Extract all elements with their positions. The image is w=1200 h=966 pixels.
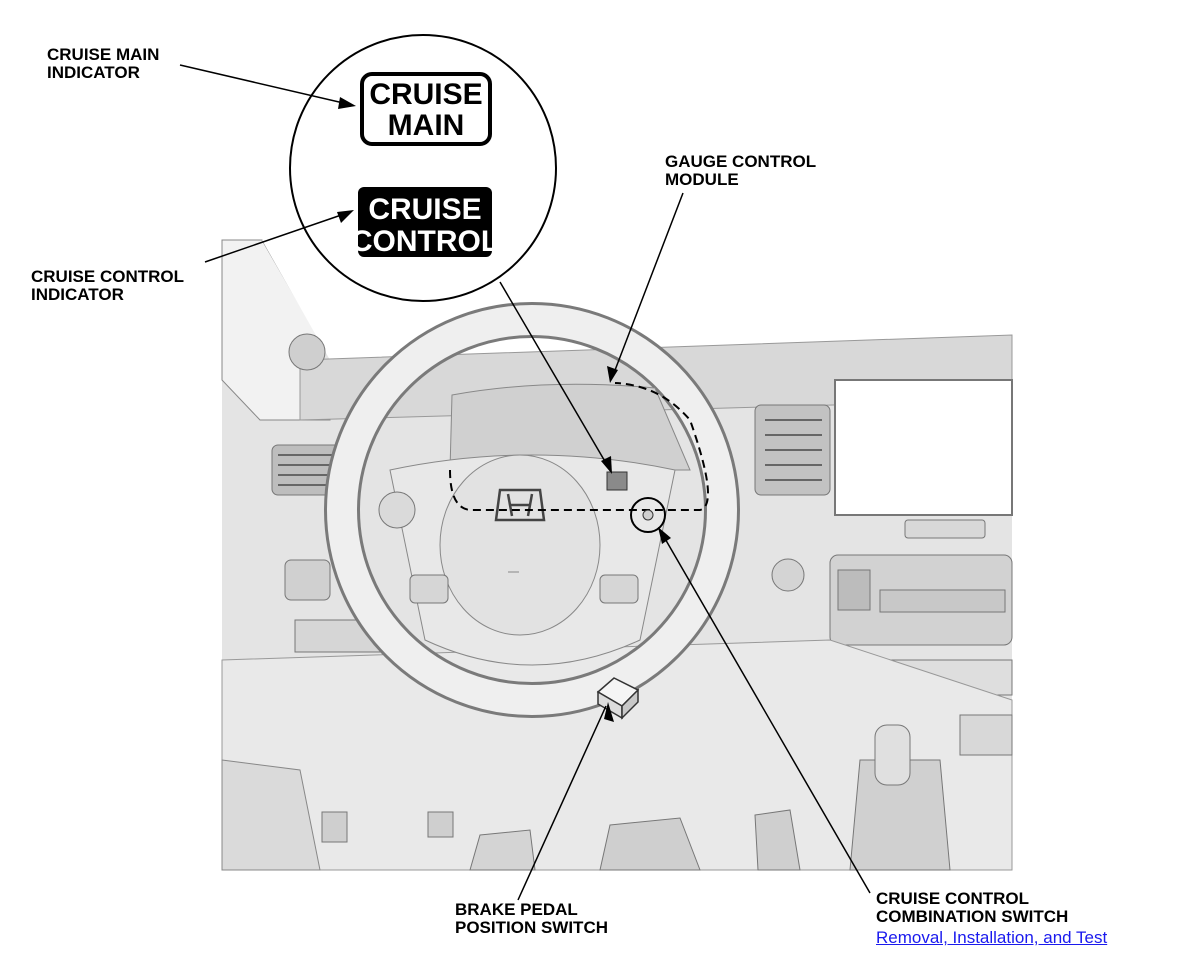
brake-pedal-position-switch-label: BRAKE PEDAL POSITION SWITCH (455, 900, 608, 937)
arrowheads (337, 97, 671, 722)
combination-switch-marker (630, 497, 666, 533)
cruise-control-indicator-icon: CRUISE CONTROL (351, 187, 499, 258)
cruise-main-indicator-icon: CRUISE MAIN (360, 72, 492, 146)
gauge-control-module-outline (449, 382, 709, 511)
cruise-main-line2: MAIN (388, 109, 465, 142)
cruise-control-line2: CONTROL (351, 225, 499, 258)
gauge-connector (606, 471, 628, 491)
removal-installation-test-link[interactable]: Removal, Installation, and Test (876, 928, 1108, 947)
brake-pedal-switch-marker (596, 677, 640, 720)
cruise-main-indicator-label: CRUISE MAIN INDICATOR (47, 45, 160, 82)
cruise-control-line1: CRUISE (368, 193, 481, 226)
gauge-control-module-label: GAUGE CONTROL MODULE (665, 152, 817, 189)
cruise-main-line1: CRUISE (369, 78, 482, 111)
cruise-control-combination-switch-label: CRUISE CONTROL COMBINATION SWITCH (876, 889, 1069, 926)
leader-lines (179, 64, 871, 901)
cruise-control-indicator-label: CRUISE CONTROL INDICATOR (31, 267, 184, 304)
svg-text:⎯⎯: ⎯⎯ (508, 565, 519, 578)
